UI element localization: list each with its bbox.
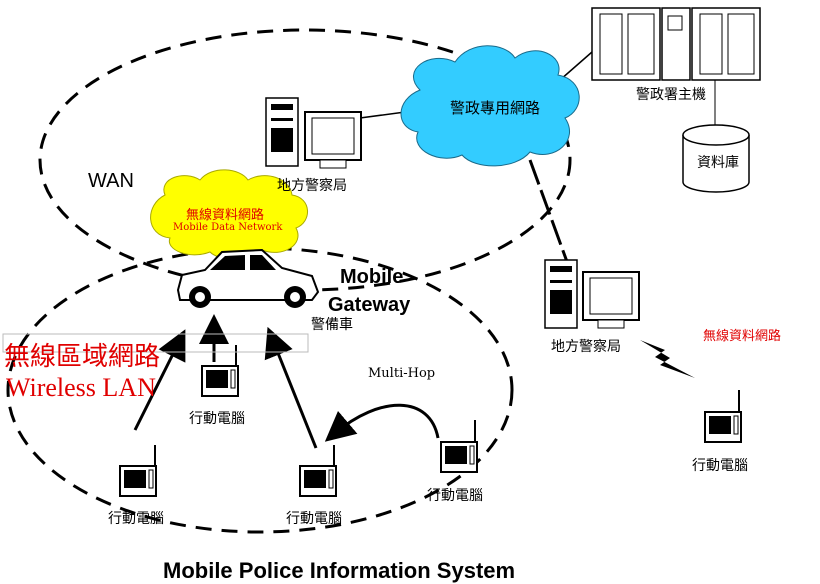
arrow-multihop [324, 403, 440, 442]
mobile-pc-icon-1 [201, 345, 239, 397]
bottom-title: Mobile Police Information System [163, 558, 516, 583]
local-station-right-label: 地方警察局 [551, 339, 621, 355]
local-station-pc-top [265, 97, 362, 169]
mobile-gateway-label-1: Mobile [340, 266, 404, 288]
wireless-lan-en-label: Wireless LAN [6, 373, 156, 402]
database-label: 資料庫 [697, 155, 739, 171]
database-cylinder [682, 124, 750, 193]
arrow-pc3-car [264, 326, 318, 449]
local-station-pc-right [544, 259, 640, 329]
mobile-pc-icon-3 [299, 445, 337, 497]
network-diagram [2, 7, 761, 534]
mobile-pc-label-5: 行動電腦 [692, 458, 748, 474]
patrol-car-label: 警備車 [311, 317, 353, 333]
link-cloud-local-right [528, 159, 572, 271]
wireless-lan-cn-label: 無線區域網路 [4, 342, 161, 371]
mobile-pc-label-3: 行動電腦 [286, 511, 342, 527]
mobile-data-network-label: Mobile Data Network [173, 222, 283, 233]
local-station-top-label: 地方警察局 [277, 178, 347, 194]
police-private-net-label: 警政專用網路 [450, 99, 541, 117]
lightning-icon [640, 340, 695, 378]
police-host-servers [591, 7, 761, 81]
wlan-label-box [2, 333, 309, 353]
mobile-pc-label-2: 行動電腦 [108, 511, 164, 527]
mobile-pc-label-4: 行動電腦 [427, 488, 483, 504]
mobile-pc-icon-5 [704, 390, 742, 443]
wireless-data-cloud [150, 169, 308, 260]
wan-label: WAN [88, 170, 134, 192]
police-host-label: 警政署主機 [636, 87, 706, 103]
mobile-pc-label-1: 行動電腦 [189, 411, 245, 427]
wireless-data-net-label: 無線資料網路 [186, 208, 265, 223]
wireless-data-net-right-label: 無線資料網路 [703, 329, 782, 344]
arrow-pc2-car [133, 329, 186, 431]
mobile-gateway-label-2: Gateway [328, 294, 411, 316]
mobile-pc-icon-2 [119, 445, 157, 497]
patrol-car-icon [176, 248, 320, 308]
police-private-net-cloud [400, 45, 580, 167]
multi-hop-label: Multi-Hop [368, 366, 436, 381]
mobile-pc-icon-4 [440, 420, 478, 473]
